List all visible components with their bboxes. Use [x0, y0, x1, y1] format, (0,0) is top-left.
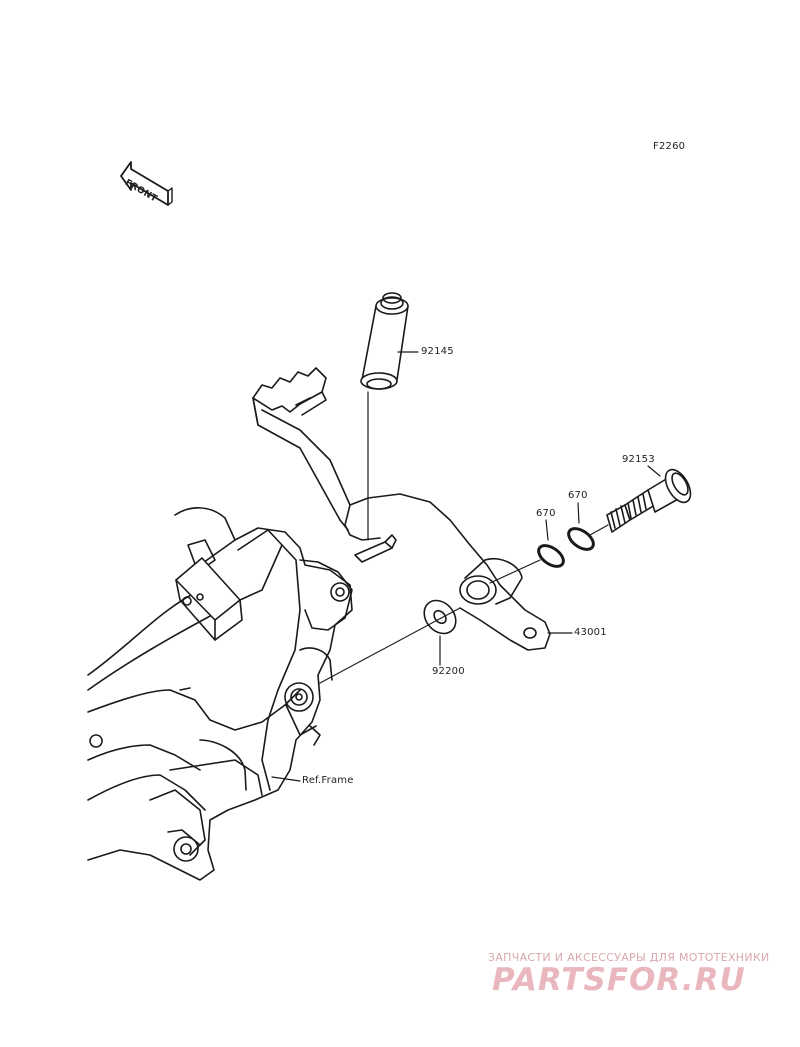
diagram-code: F2260 [653, 141, 686, 152]
callout-o-ring-1[interactable]: 670 [536, 508, 556, 519]
callout-pedal[interactable]: 43001 [574, 627, 607, 638]
o-ring-1 [537, 519, 565, 568]
callout-frame-ref[interactable]: Ref.Frame [302, 775, 354, 786]
washer [423, 599, 457, 666]
callout-washer[interactable]: 92200 [432, 666, 465, 677]
brake-pedal [252, 367, 551, 651]
watermark-logo: PARTSFOR.RU [492, 962, 746, 998]
callout-spring[interactable]: 92145 [421, 346, 454, 357]
return-spring [360, 292, 419, 541]
frame-outline [87, 507, 353, 881]
assembly-axis-line [319, 524, 609, 684]
callout-o-ring-2[interactable]: 670 [568, 490, 588, 501]
watermark-tagline: ЗАПЧАСТИ И АКСЕССУАРЫ ДЛЯ МОТОТЕХНИКИ [488, 951, 770, 964]
o-ring-2 [567, 502, 595, 551]
front-arrow-icon [120, 161, 173, 206]
callout-bolt[interactable]: 92153 [622, 454, 655, 465]
pivot-bolt [606, 465, 692, 533]
